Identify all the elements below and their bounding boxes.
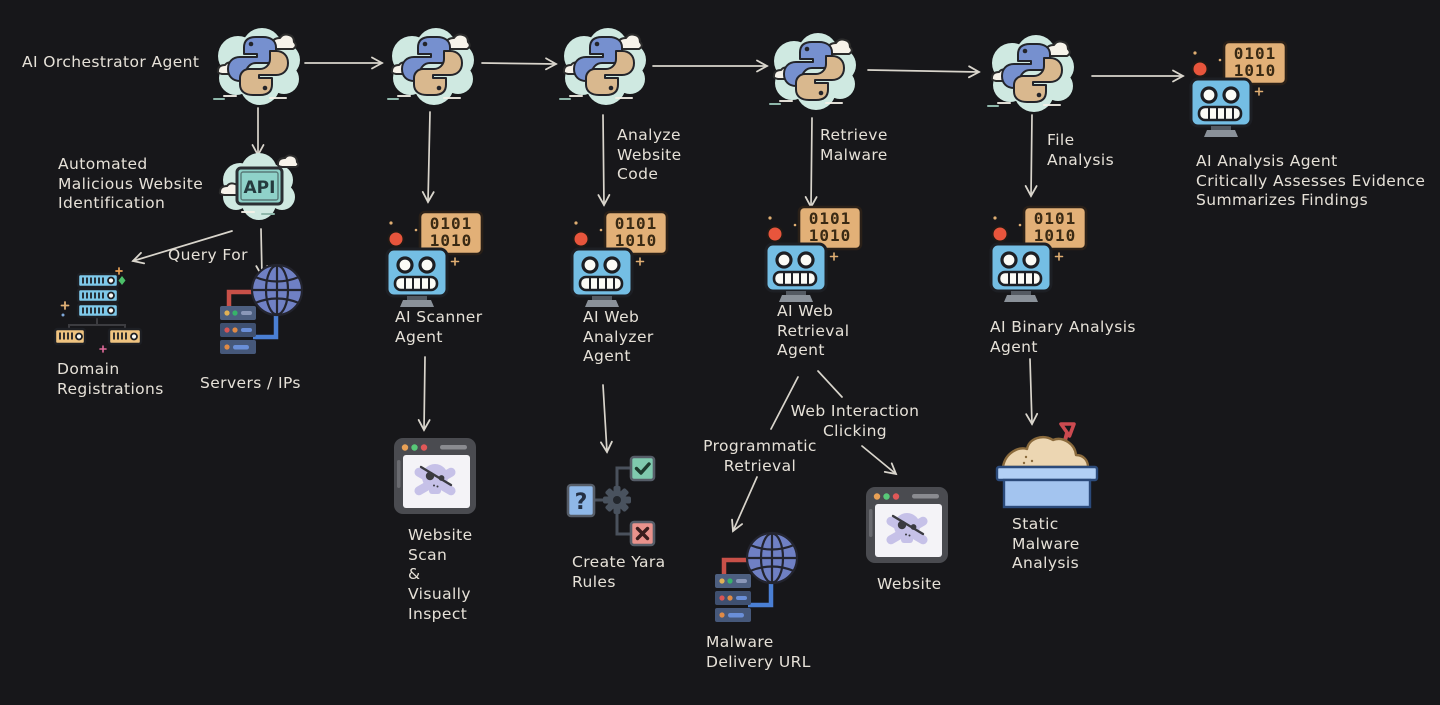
label-ai-scanner-agent: AI Scanner Agent (395, 308, 483, 346)
label-analyze-website-code: Analyze Website Code (617, 126, 682, 184)
python-cloud-icon (213, 27, 301, 106)
sandbox-icon (995, 422, 1099, 509)
domain-servers-icon (53, 267, 143, 353)
python-cloud-icon (769, 32, 857, 111)
python-cloud-icon (387, 27, 475, 106)
api-label: API (244, 178, 276, 198)
servers-globe-icon (205, 262, 305, 362)
label-ai-analysis-agent-summary: AI Analysis Agent Critically Assesses Ev… (1196, 152, 1426, 210)
label-website: Website (877, 575, 942, 593)
label-automated-malicious-website-identification: Automated Malicious Website Identificati… (58, 155, 204, 213)
api-cloud-icon: API (218, 153, 300, 220)
python-cloud-icon (987, 34, 1075, 113)
label-programmatic-retrieval: Programmatic Retrieval (703, 437, 817, 475)
label-static-malware-analysis: Static Malware Analysis (1012, 515, 1080, 573)
label-retrieve-malware: Retrieve Malware (820, 126, 888, 164)
label-create-yara-rules: Create Yara Rules (572, 553, 666, 591)
question-glyph: ? (575, 490, 588, 515)
label-ai-web-retrieval-agent: AI Web Retrieval Agent (777, 302, 850, 360)
label-ai-orchestrator-agent: AI Orchestrator Agent (22, 53, 200, 71)
browser-skull-icon (392, 436, 478, 516)
python-cloud-icon (559, 27, 647, 106)
label-ai-web-analyzer-agent: AI Web Analyzer Agent (583, 308, 654, 366)
label-domain-registrations: Domain Registrations (57, 360, 164, 398)
label-malware-delivery-url: Malware Delivery URL (706, 633, 811, 671)
browser-skull-icon (864, 485, 950, 565)
label-file-analysis: File Analysis (1047, 131, 1115, 169)
servers-globe-icon (700, 530, 800, 630)
label-query-for: Query For (168, 246, 248, 264)
label-ai-binary-analysis-agent: AI Binary Analysis Agent (990, 318, 1136, 356)
yara-rules-icon: ? (566, 455, 656, 547)
label-servers-ips: Servers / IPs (200, 374, 301, 392)
label-web-interaction-clicking: Web Interaction Clicking (790, 402, 920, 440)
label-website-scan-visually-inspect: Website Scan & Visually Inspect (408, 526, 473, 623)
